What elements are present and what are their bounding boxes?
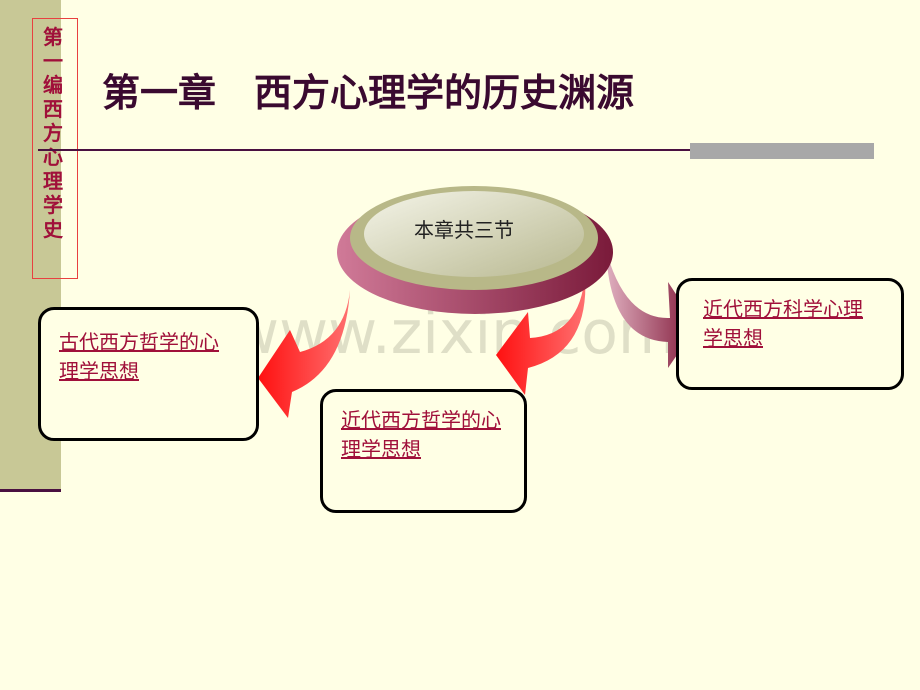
title-underline xyxy=(38,149,874,151)
arrow-middle xyxy=(496,275,586,395)
part-label-box: 第一编 西方心理学史 xyxy=(32,18,78,279)
section-link-1[interactable]: 古代西方哲学的心理学思想 xyxy=(59,330,219,383)
arrow-right xyxy=(606,250,697,368)
section-box-3: 近代西方科学心理学思想 xyxy=(676,278,904,390)
page-title: 第一章 西方心理学的历史渊源 xyxy=(102,71,635,115)
section-box-2: 近代西方哲学的心理学思想 xyxy=(320,389,527,513)
sidebar-divider xyxy=(0,489,61,492)
arrow-left xyxy=(258,290,350,418)
section-link-3[interactable]: 近代西方科学心理学思想 xyxy=(703,297,863,350)
section-box-1: 古代西方哲学的心理学思想 xyxy=(38,307,259,441)
center-label: 本章共三节 xyxy=(414,218,514,242)
part-label: 第一编 西方心理学史 xyxy=(43,25,77,241)
section-link-2[interactable]: 近代西方哲学的心理学思想 xyxy=(341,408,501,461)
grey-accent-bar xyxy=(690,143,874,159)
